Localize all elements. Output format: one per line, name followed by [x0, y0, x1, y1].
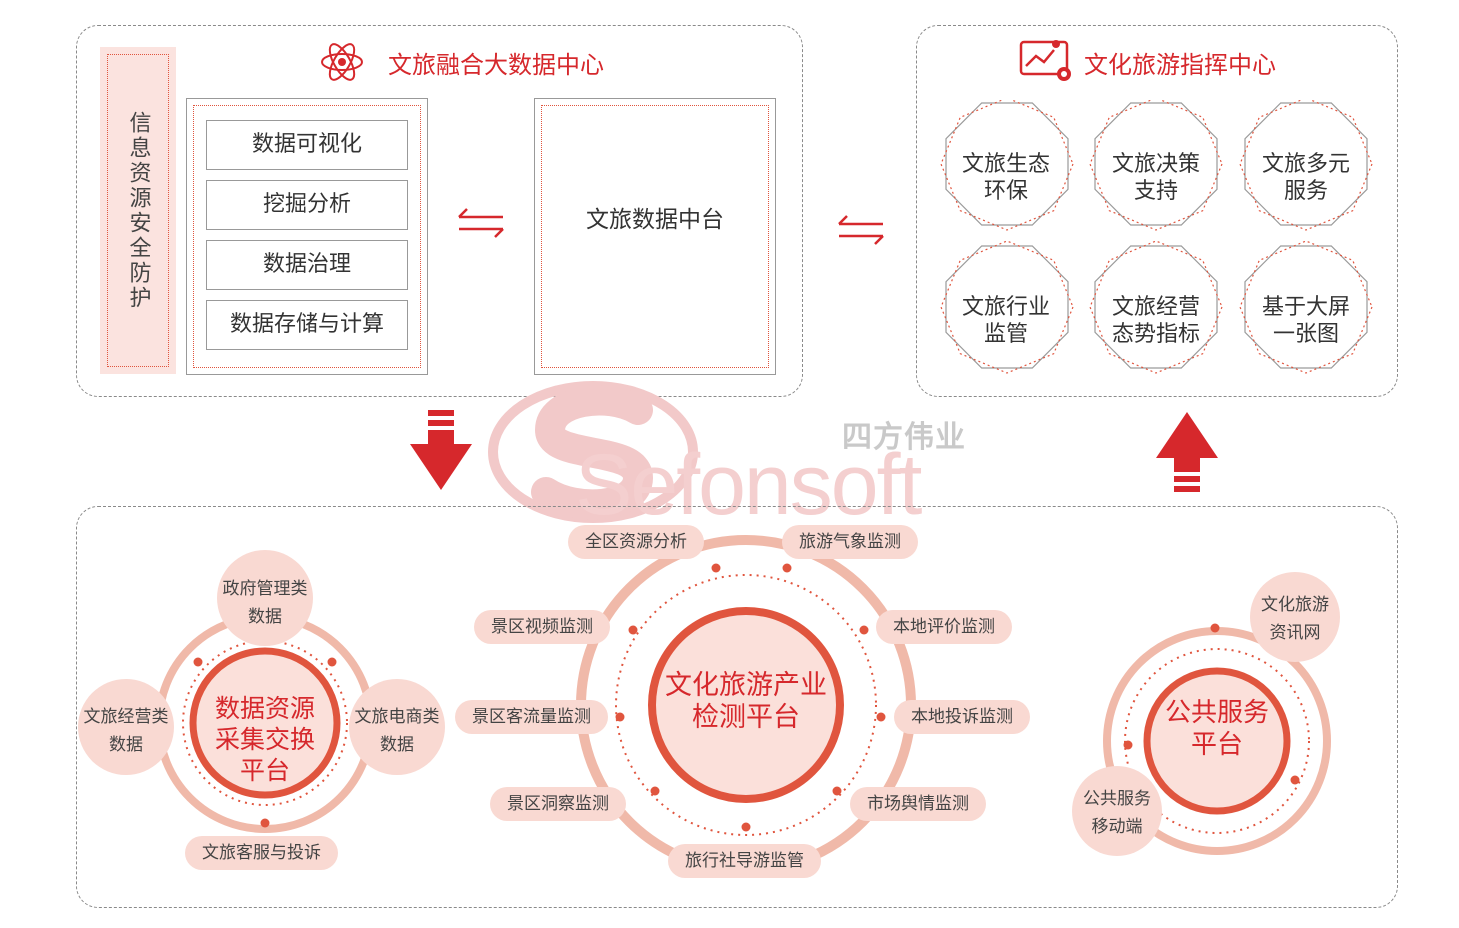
local-review-pill: 本地评价监测: [876, 610, 1012, 644]
octagon-2: [1239, 100, 1373, 231]
octagon-grid: [940, 100, 1373, 374]
data-visualization-item: 数据可视化: [206, 120, 408, 170]
octagon-business-label: 文旅经营态势指标: [1111, 295, 1200, 347]
public-service-platform-label: 公共服务平台: [1164, 698, 1269, 760]
resource-analysis-pill: 全区资源分析: [568, 525, 704, 559]
info-website-node: 文化旅游资讯网: [1261, 595, 1329, 643]
security-sidebar: 信息资源安全防护: [100, 47, 176, 374]
mobile-app-node: 公共服务移动端: [1083, 789, 1151, 837]
gov-data-node: 政府管理类数据: [222, 579, 308, 627]
bottom-platforms-panel: [76, 506, 1398, 908]
dashboard-monitor-icon: [1019, 40, 1071, 81]
octagon-4: [1089, 240, 1223, 374]
exchange-arrows-icon: [838, 215, 884, 245]
octagon-1: [1089, 100, 1223, 231]
data-governance-item: 数据治理: [206, 240, 408, 290]
customer-service-pill: 文旅客服与投诉: [185, 836, 338, 870]
exchange-arrows-icon: [458, 208, 504, 238]
atom-icon: [321, 43, 363, 81]
industry-monitor-platform-label: 文化旅游产业检测平台: [665, 670, 827, 733]
watermark-text-cn: 四方伟业: [842, 420, 966, 455]
business-data-node: 文旅经营类数据: [83, 707, 169, 755]
scenic-insight-pill: 景区洞察监测: [490, 787, 626, 821]
public-opinion-pill: 市场舆情监测: [850, 787, 986, 821]
down-arrow-icon: [410, 410, 472, 490]
octagon-decision-label: 文旅决策支持: [1111, 152, 1200, 204]
scenic-video-pill: 景区视频监测: [474, 610, 610, 644]
octagon-3: [940, 240, 1074, 374]
octagon-bigscreen-label: 基于大屏一张图: [1261, 295, 1350, 347]
octagon-5: [1239, 240, 1373, 374]
octagon-regulation-label: 文旅行业监管: [961, 295, 1050, 347]
big-data-center-title: 文旅融合大数据中心: [388, 51, 604, 79]
travel-agency-pill: 旅行社导游监管: [668, 844, 821, 878]
octagon-eco-label: 文旅生态环保: [961, 152, 1050, 204]
watermark-text-en: Sefonsoft: [575, 437, 922, 533]
octagon-service-label: 文旅多元服务: [1261, 152, 1350, 204]
data-middle-platform-label: 文旅数据中台: [586, 207, 724, 233]
security-sidebar-label: 信息资源安全防护: [125, 110, 151, 311]
weather-monitor-pill: 旅游气象监测: [782, 525, 918, 559]
big-data-center-panel: [76, 25, 803, 397]
data-storage-item: 数据存储与计算: [206, 300, 408, 350]
data-middle-platform-frame: [534, 98, 776, 375]
octagon-0: [940, 100, 1074, 231]
ecommerce-data-node: 文旅电商类数据: [354, 707, 440, 755]
sefonsoft-watermark-logo: [488, 381, 698, 523]
visitor-flow-pill: 景区客流量监测: [455, 700, 608, 734]
mining-analysis-item: 挖掘分析: [206, 180, 408, 230]
command-center-panel: [916, 25, 1398, 397]
command-center-title: 文化旅游指挥中心: [1084, 51, 1276, 79]
local-complaint-pill: 本地投诉监测: [894, 700, 1030, 734]
up-arrow-icon: [1156, 412, 1218, 492]
data-exchange-platform-label: 数据资源采集交换平台: [214, 694, 315, 785]
